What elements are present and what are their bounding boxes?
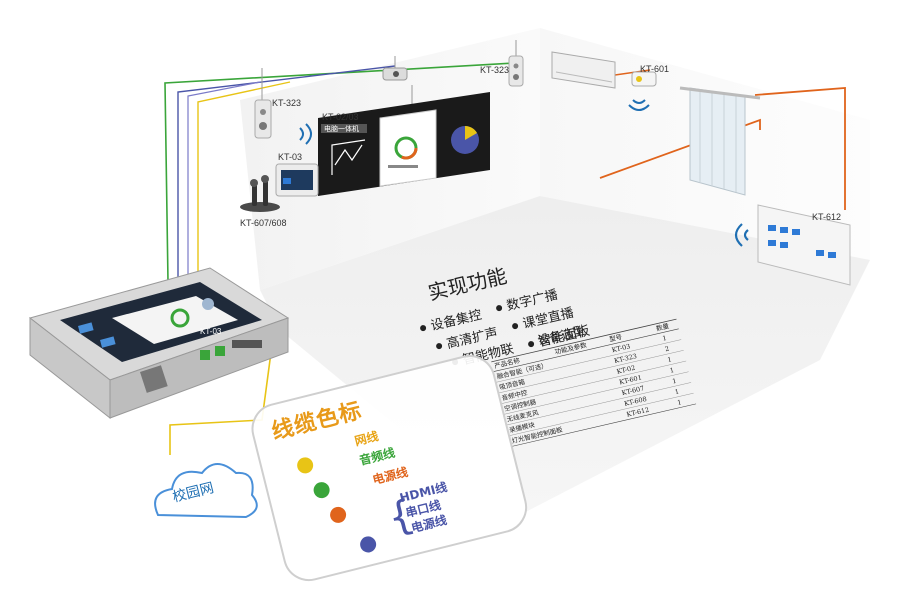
window-blinds bbox=[689, 87, 746, 196]
wifi-icon-panel bbox=[734, 223, 749, 247]
power-cable-panel bbox=[754, 87, 846, 210]
table-cell: 2 bbox=[664, 345, 670, 354]
badge-label: 电脑一体机 bbox=[324, 124, 359, 133]
kt612-smart-panel bbox=[757, 204, 851, 286]
hdmi-cable bbox=[177, 65, 396, 284]
legend-item-network: 网线 bbox=[353, 428, 380, 449]
network-cable-bottom bbox=[169, 344, 273, 455]
curtain-rail bbox=[679, 86, 761, 100]
legend-item-power: 电源线 bbox=[371, 464, 410, 488]
kt601-controller bbox=[631, 71, 657, 87]
wifi-icon bbox=[299, 123, 312, 145]
legend-title: 线缆色标 bbox=[269, 398, 365, 445]
network-cable-top bbox=[197, 81, 291, 288]
label-kt323-left: KT-323 bbox=[272, 98, 301, 108]
host-device bbox=[28, 267, 290, 420]
table-cell: 1 bbox=[676, 398, 682, 407]
label-kt0203: KT-02/03 bbox=[322, 112, 359, 122]
ceiling-speaker-right bbox=[508, 40, 524, 87]
legend-dot-network bbox=[295, 455, 315, 476]
air-conditioner bbox=[551, 51, 616, 89]
legend-dot-hdmi bbox=[358, 534, 378, 555]
kt03-control-panel bbox=[275, 163, 319, 197]
table-header: 型号 bbox=[608, 332, 623, 344]
table-cell: 1 bbox=[674, 388, 680, 397]
legend-dot-audio bbox=[311, 480, 332, 500]
projector-camera bbox=[382, 56, 408, 81]
table-cell: 1 bbox=[672, 377, 678, 386]
label-kt03: KT-03 bbox=[278, 152, 302, 162]
campus-cloud bbox=[154, 463, 258, 519]
host-brand-label: KT-03 bbox=[200, 327, 222, 336]
label-kt607: KT-607/608 bbox=[240, 218, 287, 228]
ceiling-speaker-left bbox=[254, 68, 272, 139]
wireless-microphones bbox=[240, 175, 280, 212]
table-header: 数量 bbox=[655, 321, 670, 333]
wifi-icon-aircon bbox=[628, 99, 650, 111]
table-cell: 1 bbox=[667, 355, 673, 364]
power-cable-aircon bbox=[599, 118, 761, 179]
table-cell: 1 bbox=[662, 334, 668, 343]
label-kt323-right: KT-323 bbox=[480, 65, 509, 75]
label-kt612: KT-612 bbox=[812, 212, 841, 222]
smart-display-wall bbox=[318, 92, 490, 196]
serial-cable bbox=[187, 81, 261, 286]
table-cell: 1 bbox=[669, 366, 675, 375]
legend-dot-power bbox=[328, 505, 348, 525]
badge-bg bbox=[321, 124, 367, 133]
label-kt601: KT-601 bbox=[640, 64, 669, 74]
